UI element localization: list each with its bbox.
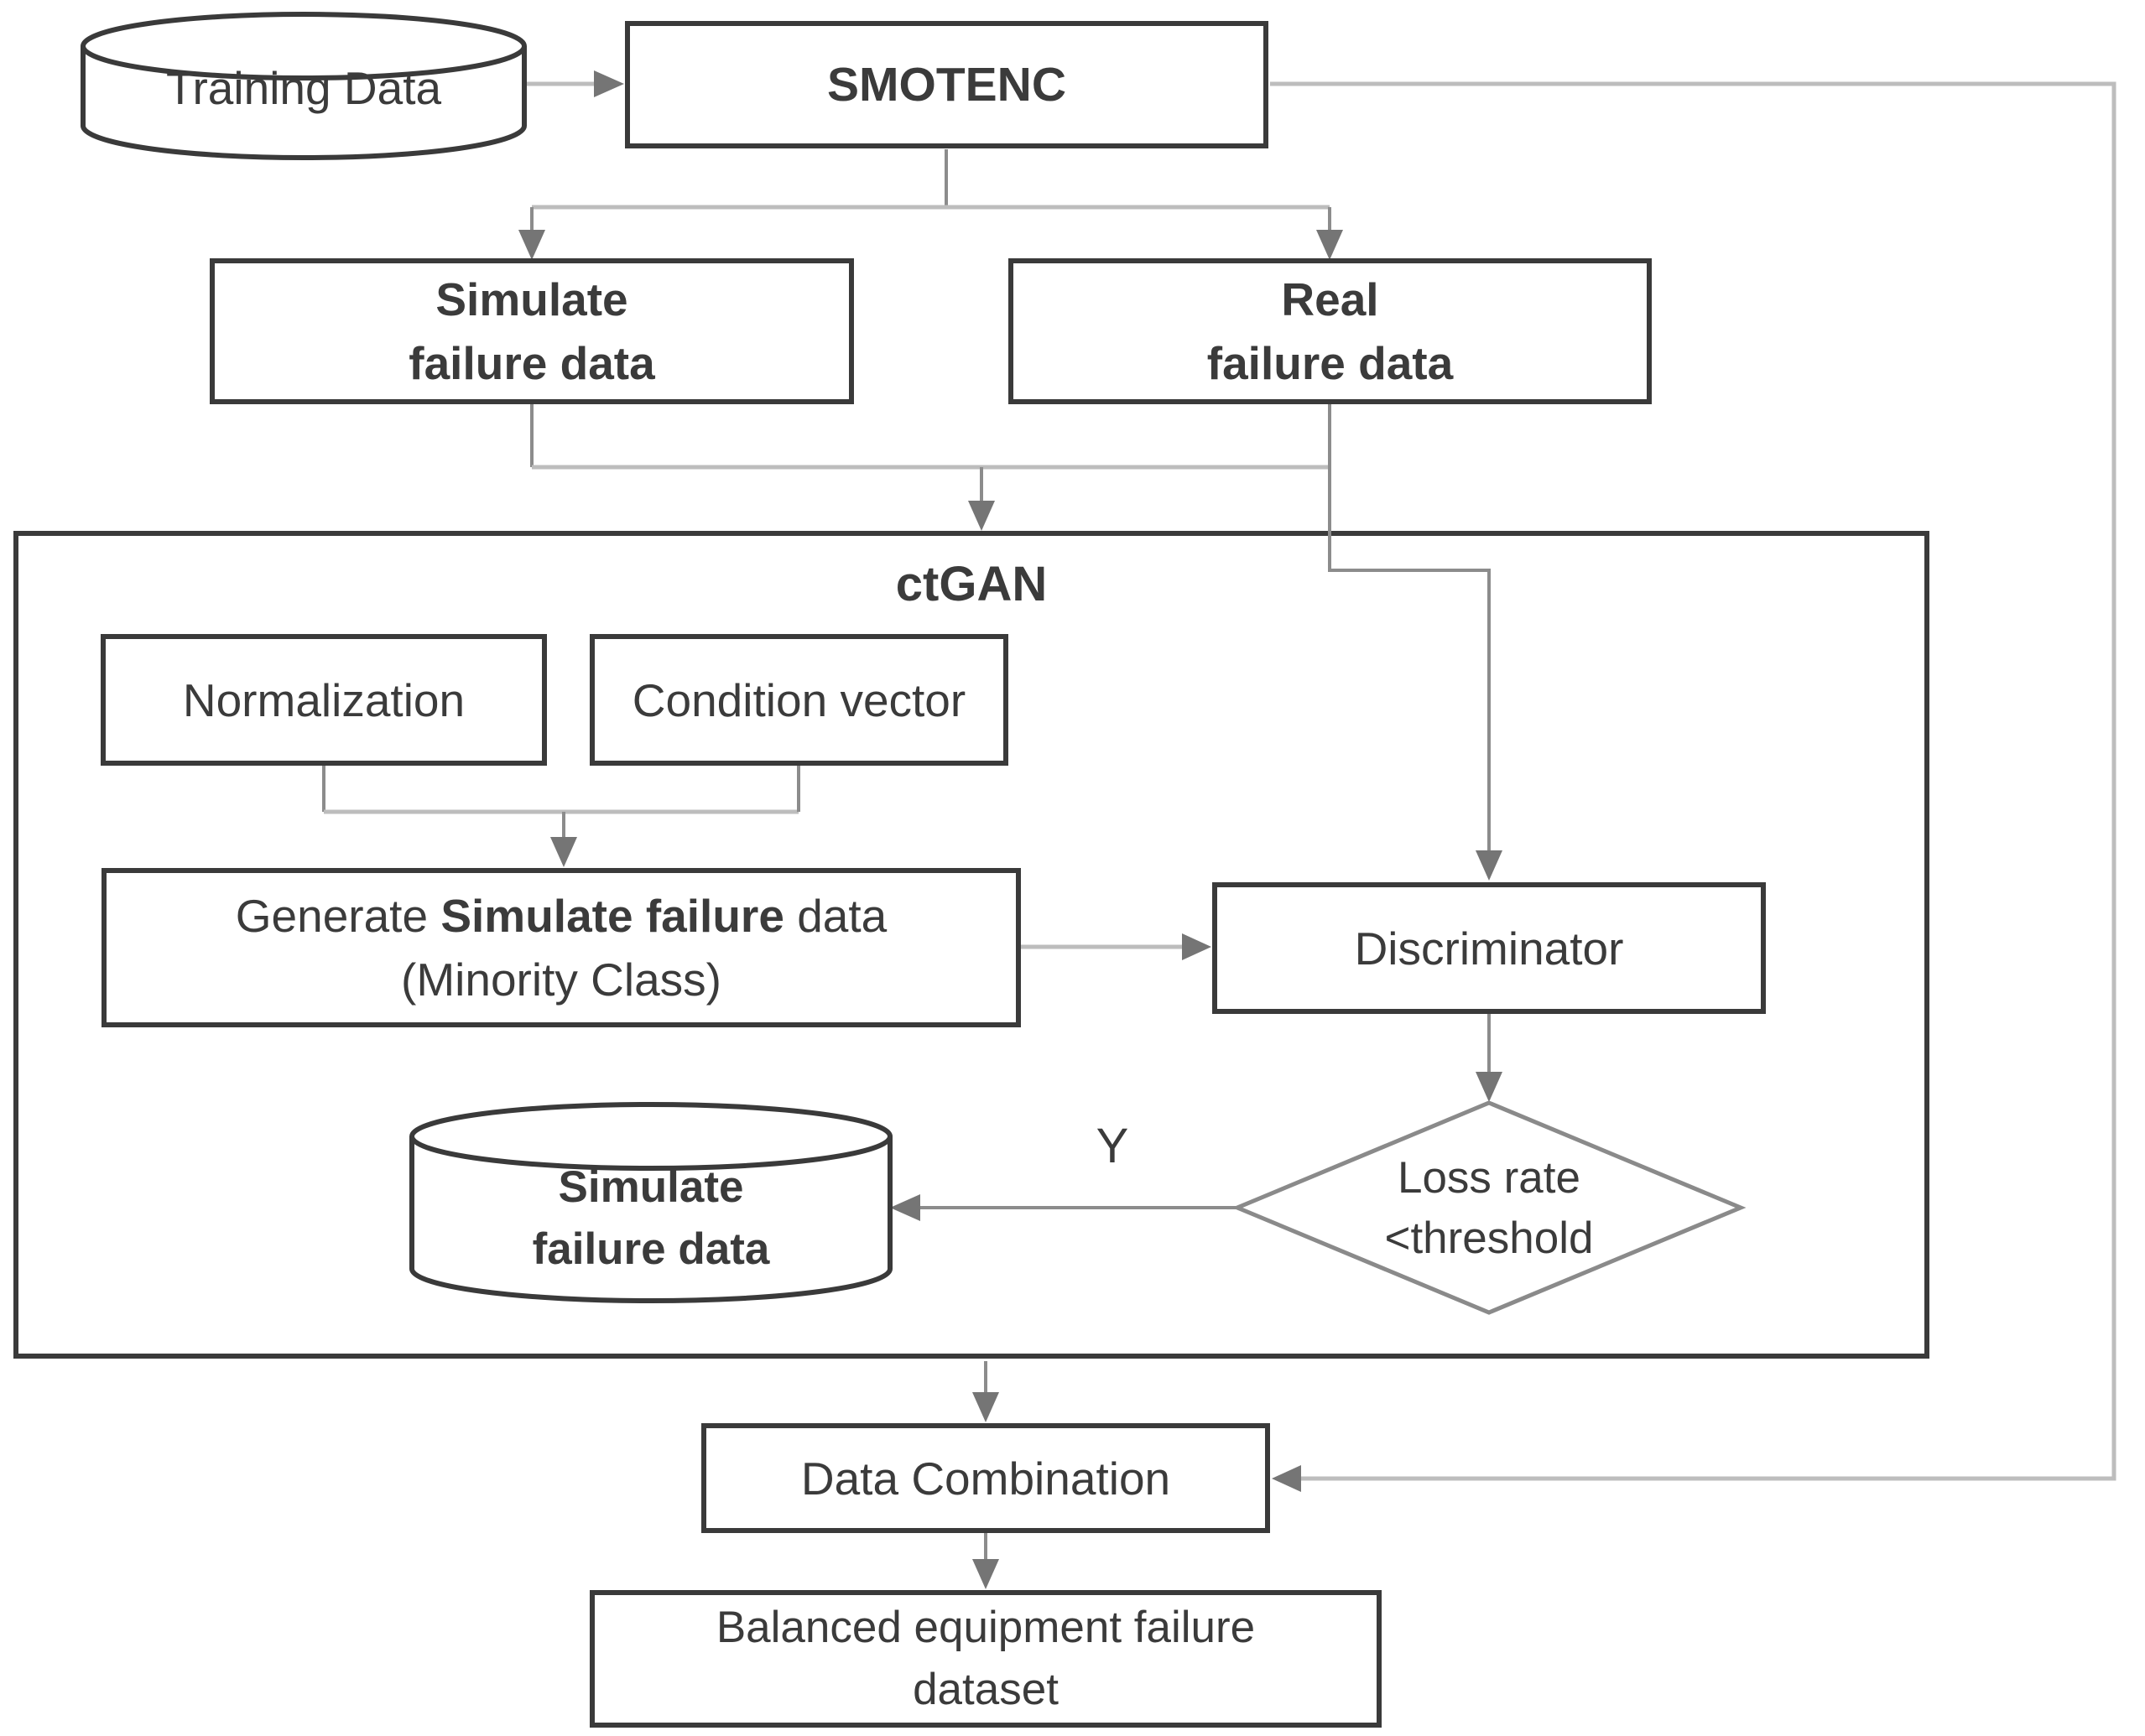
edge-discriminator-to-diamond — [1476, 1014, 1502, 1102]
edge-generate-to-discriminator — [1021, 933, 1211, 960]
real-box-line1: Real — [1281, 273, 1379, 325]
node-generate-simulate-failure-data: Generate Simulate failure data (Minority… — [102, 868, 1021, 1027]
data-combination-label: Data Combination — [800, 1452, 1171, 1505]
generate-line1: Generate Simulate failure data — [236, 884, 888, 948]
edge-real-to-discriminator — [1328, 404, 1502, 881]
balanced-line1: Balanced equipment failure — [716, 1603, 1256, 1652]
balanced-line2: dataset — [913, 1665, 1059, 1714]
generate-text-prefix: Generate — [235, 890, 441, 942]
edge-norm-cond-to-generate — [322, 766, 800, 867]
generate-line2: (Minority Class) — [401, 954, 721, 1006]
node-normalization: Normalization — [101, 634, 547, 766]
edge-smotenc-split — [518, 149, 1343, 260]
simulate-box-line2: failure data — [409, 337, 655, 389]
node-real-failure-data: Real failure data — [1008, 258, 1652, 404]
edge-simulate-to-ctgan — [530, 404, 1330, 531]
discriminator-label: Discriminator — [1354, 922, 1624, 975]
node-data-combination: Data Combination — [701, 1423, 1270, 1533]
node-simulate-failure-data: Simulate failure data — [210, 258, 854, 404]
node-balanced-dataset: Balanced equipment failure dataset — [590, 1590, 1382, 1728]
edge-training-to-smotenc — [526, 70, 624, 97]
node-condition-vector: Condition vector — [590, 634, 1008, 766]
loss-rate-diamond-shape — [1231, 1100, 1747, 1315]
smotenc-label: SMOTENC — [827, 58, 1066, 112]
generate-text-suffix: data — [784, 890, 888, 942]
condition-vector-label: Condition vector — [632, 673, 966, 726]
training-data-cylinder-shape — [81, 12, 527, 160]
edge-diamond-to-cylinder-yes — [890, 1194, 1237, 1221]
edge-datacombination-to-balanced — [972, 1533, 999, 1589]
node-smotenc: SMOTENC — [625, 21, 1268, 148]
normalization-label: Normalization — [182, 673, 466, 726]
edge-smotenc-to-datacombination — [1270, 81, 2116, 1492]
generate-text-bold: Simulate failure — [440, 890, 784, 942]
simulate-box-line1: Simulate — [435, 273, 628, 325]
edge-ctgan-to-datacombination — [972, 1361, 999, 1422]
node-discriminator: Discriminator — [1212, 882, 1766, 1014]
real-box-line2: failure data — [1206, 337, 1454, 389]
ctgan-container-box — [13, 531, 1929, 1359]
simulate-cylinder-shape — [409, 1102, 893, 1303]
